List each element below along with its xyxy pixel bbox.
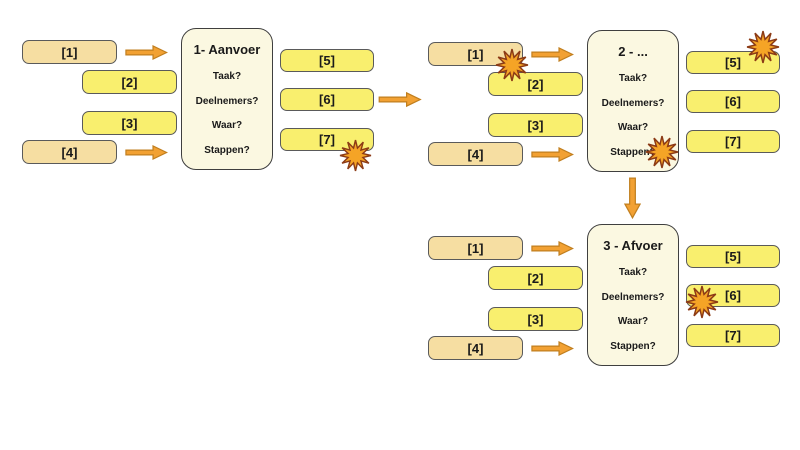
flow-box: [7] [686, 130, 780, 153]
flow-box-label: [5] [725, 249, 741, 264]
flow-box-label: [7] [725, 134, 741, 149]
flow-box-label: [1] [467, 240, 484, 256]
right-arrow-icon [531, 340, 574, 357]
panel-title: 1- Aanvoer [193, 42, 261, 57]
flow-box-label: [4] [467, 146, 484, 162]
panel-title: 2 - ... [618, 44, 648, 59]
question-taak: Taak? [212, 70, 242, 82]
flow-box-label: [6] [319, 92, 335, 107]
flow-box: [3] [488, 307, 583, 331]
flow-box: [1] [428, 236, 523, 260]
question-taak: Taak? [618, 266, 648, 278]
flow-box-label: [7] [319, 132, 335, 147]
flow-box-label: [3] [527, 311, 544, 327]
starburst-icon [685, 285, 719, 319]
flow-group-aanvoer: [1] [2] [3] [4] 1- Aanvoer Taak? Deelnem… [0, 0, 430, 225]
flow-box-label: [5] [319, 53, 335, 68]
flow-box: [1] [428, 42, 523, 66]
right-arrow-icon [531, 46, 574, 63]
flow-box-label: [7] [725, 328, 741, 343]
flow-box: [2] [488, 72, 583, 96]
flow-box-label: [4] [61, 144, 78, 160]
process-panel: 3 - Afvoer Taak? Deelnemers? Waar? Stapp… [587, 224, 679, 366]
flow-box: [2] [488, 266, 583, 290]
flow-box-label: [2] [121, 74, 138, 90]
question-waar: Waar? [617, 122, 649, 134]
flow-box: [4] [22, 140, 117, 164]
flow-group-2: [1] [2] [3] [4] 2 - ... Taak? Deelnemers… [406, 2, 800, 227]
connector-arrow-icon [378, 91, 422, 108]
flow-box-label: [6] [725, 288, 741, 303]
flow-group-afvoer: [1] [2] [3] [4] 3 - Afvoer Taak? Deelnem… [406, 196, 800, 421]
flow-box: [5] [686, 245, 780, 268]
question-deelnemers: Deelnemers? [195, 95, 259, 107]
starburst-icon [339, 139, 372, 172]
flow-box-label: [1] [61, 44, 78, 60]
flow-box-label: [5] [725, 55, 741, 70]
flow-box: [1] [22, 40, 117, 64]
flow-box-label: [4] [467, 340, 484, 356]
panel-title: 3 - Afvoer [603, 238, 663, 253]
question-deelnemers: Deelnemers? [601, 291, 665, 303]
question-stappen: Stappen? [204, 145, 250, 156]
question-waar: Waar? [211, 120, 243, 132]
flow-box: [4] [428, 142, 523, 166]
starburst-icon [746, 30, 780, 64]
process-panel: 1- Aanvoer Taak? Deelnemers? Waar? Stapp… [181, 28, 273, 170]
question-deelnemers: Deelnemers? [601, 97, 665, 109]
flow-box: [5] [280, 49, 374, 72]
right-arrow-icon [125, 44, 168, 61]
flow-box-label: [2] [527, 270, 544, 286]
flow-box: [6] [686, 90, 780, 113]
flow-box: [4] [428, 336, 523, 360]
flow-box: [3] [488, 113, 583, 137]
question-taak: Taak? [618, 72, 648, 84]
flow-box-label: [1] [467, 46, 484, 62]
connector-arrow-down-icon [624, 177, 641, 220]
starburst-icon [645, 135, 679, 169]
starburst-icon [495, 48, 529, 82]
right-arrow-icon [531, 146, 574, 163]
question-stappen: Stappen? [610, 147, 656, 158]
question-waar: Waar? [617, 316, 649, 328]
flow-box: [7] [686, 324, 780, 347]
flow-box: [3] [82, 111, 177, 135]
flow-box-label: [3] [121, 115, 138, 131]
right-arrow-icon [125, 144, 168, 161]
flow-box-label: [3] [527, 117, 544, 133]
flow-box-label: [2] [527, 76, 544, 92]
flow-box: [2] [82, 70, 177, 94]
question-stappen: Stappen? [610, 341, 656, 352]
flow-box: [6] [280, 88, 374, 111]
right-arrow-icon [531, 240, 574, 257]
flow-box-label: [6] [725, 94, 741, 109]
